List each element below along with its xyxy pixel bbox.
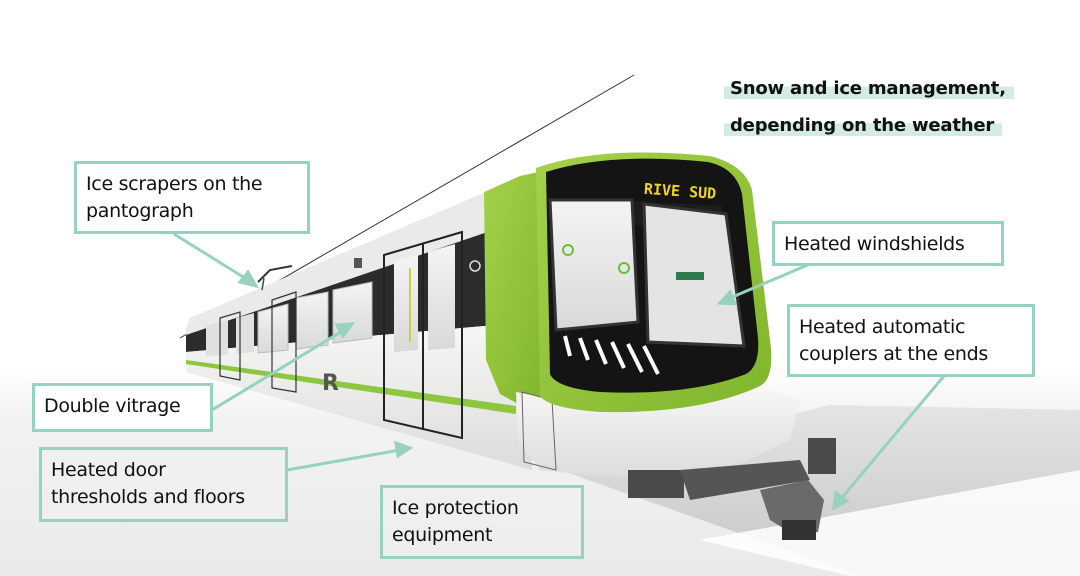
headline-line-1: Snow and ice management, [724, 76, 1014, 99]
callout-text: equipment [392, 524, 493, 546]
callout-text: thresholds and floors [51, 486, 245, 508]
arrowhead-pantograph-icon [237, 269, 260, 289]
callout-text: Heated door [51, 459, 166, 481]
callout-text: couplers at the ends [799, 343, 988, 365]
callout-text: Heated automatic [799, 316, 966, 338]
callout-ice-protection-equipment: Ice protection equipment [380, 485, 584, 559]
arrowhead-vitrage-icon [334, 322, 356, 339]
arrowhead-windshields-icon [716, 289, 738, 306]
callout-ice-scrapers-pantograph: Ice scrapers on the pantograph [74, 161, 310, 234]
callout-text: Double vitrage [44, 395, 181, 417]
callout-heated-windshields: Heated windshields [772, 221, 1004, 266]
arrowhead-couplers-icon [832, 490, 850, 511]
leader-windshields [729, 262, 811, 300]
green-side-panel [484, 170, 548, 405]
leader-couplers [838, 375, 946, 501]
line-letter: R [322, 371, 339, 396]
callout-text: Heated windshields [784, 233, 965, 255]
callout-heated-couplers: Heated automatic couplers at the ends [787, 304, 1035, 377]
headline-line-2: depending on the weather [724, 113, 1003, 136]
callout-text: pantograph [86, 200, 194, 222]
callout-double-vitrage: Double vitrage [32, 383, 213, 432]
callout-text: Ice scrapers on the [86, 173, 263, 195]
leader-pantograph [173, 232, 249, 282]
leader-thresholds [286, 448, 401, 472]
callout-text: Ice protection [392, 497, 519, 519]
leader-lines [173, 232, 946, 511]
train-cab-front: RIVE SUD [516, 152, 836, 540]
arrowhead-thresholds-icon [394, 440, 414, 459]
destination-display: RIVE SUD [643, 180, 716, 203]
headline: Snow and ice management, depending on th… [724, 76, 1014, 150]
leader-vitrage [211, 328, 345, 412]
callout-heated-door-thresholds: Heated door thresholds and floors [39, 447, 288, 522]
